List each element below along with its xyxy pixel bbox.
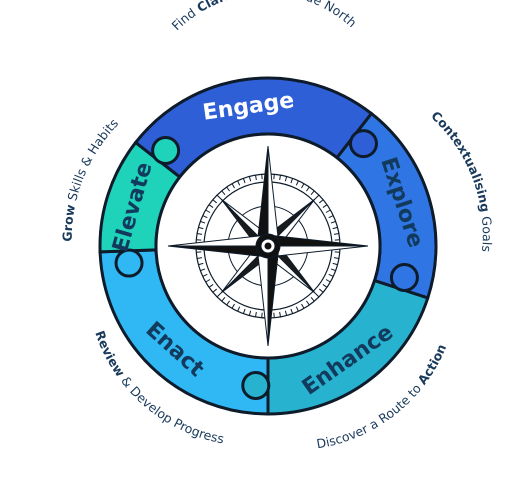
outer-label-top: Find Clarity in your True North [169, 0, 360, 33]
puzzle-tab-icon [389, 262, 419, 292]
puzzle-tab-icon [348, 129, 378, 159]
puzzle-ring [98, 76, 438, 416]
outer-label-right: Contextualising Goals [428, 108, 495, 253]
puzzle-tab-icon [241, 370, 271, 400]
compass-rose-icon [154, 132, 382, 360]
puzzle-tab-icon [151, 136, 181, 166]
puzzle-tab-icon [114, 248, 144, 278]
